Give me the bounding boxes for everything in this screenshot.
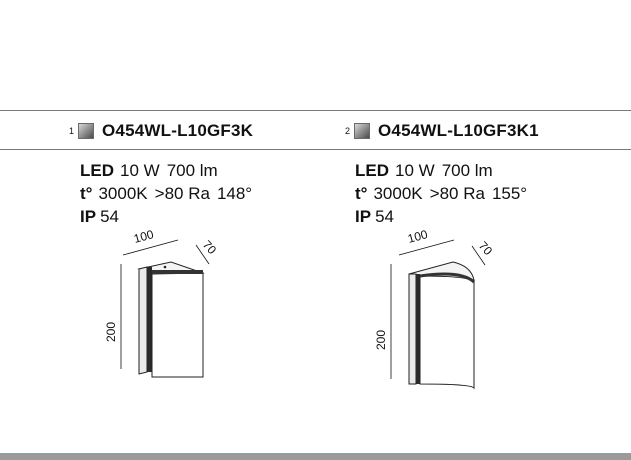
power: 10 W [120, 161, 160, 180]
width-dim: 100 [132, 227, 155, 246]
ip-label: IP [355, 207, 372, 226]
spec-led: LED 10 W 700 lm [355, 159, 534, 182]
beam-angle: 148° [216, 184, 253, 203]
led-label: LED [355, 161, 389, 180]
box-luminaire-drawing: 100 70 200 [104, 227, 219, 378]
product-header: 1 O454WL-L10GF3K [62, 120, 253, 142]
finish-swatch-icon [354, 123, 370, 139]
ip-label: IP [80, 207, 97, 226]
product-index: 2 [344, 126, 350, 136]
spec-temp: t° 3000K >80 Ra 148° [80, 182, 259, 205]
footer-bar [0, 453, 631, 460]
ip-value: 54 [375, 207, 394, 226]
product-2: 2 O454WL-L10GF3K1 LED 10 W 700 lm t° 3000K >… [276, 110, 576, 455]
flux: 700 lm [166, 161, 218, 180]
temp-label: t° [80, 184, 93, 203]
dimension-drawing: 100 70 200 [95, 227, 235, 417]
height-dim: 200 [104, 322, 118, 342]
product-index: 1 [68, 126, 74, 136]
cri: >80 Ra [429, 184, 485, 203]
header-rule [0, 149, 631, 150]
cct: 3000K [373, 184, 423, 203]
finish-swatch-icon [78, 123, 94, 139]
product-header: 2 O454WL-L10GF3K1 [338, 120, 539, 142]
product-code: O454WL-L10GF3K [102, 121, 254, 140]
cct: 3000K [98, 184, 148, 203]
spec-led: LED 10 W 700 lm [80, 159, 259, 182]
height-dim: 200 [374, 330, 388, 350]
beam-angle: 155° [491, 184, 528, 203]
temp-label: t° [355, 184, 368, 203]
spec-temp: t° 3000K >80 Ra 155° [355, 182, 534, 205]
top-rule [0, 110, 631, 111]
power: 10 W [395, 161, 435, 180]
curved-luminaire-drawing: 100 70 200 [374, 227, 495, 390]
width-dim: 100 [406, 227, 429, 246]
dimension-drawing: 100 70 200 [371, 227, 511, 412]
cri: >80 Ra [154, 184, 210, 203]
led-label: LED [80, 161, 114, 180]
product-1: 1 O454WL-L10GF3K LED 10 W 700 lm t° 3000K >8… [0, 110, 300, 455]
product-code: O454WL-L10GF3K1 [378, 121, 539, 140]
flux: 700 lm [441, 161, 493, 180]
ip-value: 54 [100, 207, 119, 226]
